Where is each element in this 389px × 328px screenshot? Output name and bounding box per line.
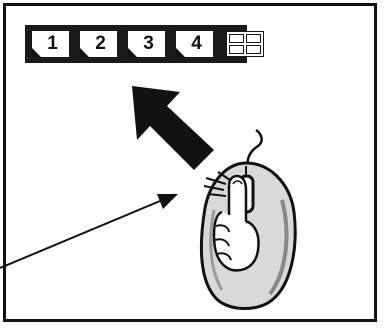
quad-split-button[interactable] xyxy=(226,31,264,57)
layout-button-1[interactable]: 1 xyxy=(32,31,69,57)
layout-button-2[interactable]: 2 xyxy=(80,31,117,57)
pointer-arrow-icon xyxy=(0,194,178,269)
corner-marker-icon xyxy=(128,48,137,57)
layout-button-label: 4 xyxy=(191,33,202,54)
corner-marker-icon xyxy=(80,48,89,57)
hand-click-icon xyxy=(212,174,260,272)
layout-toolbar: 1 2 3 4 xyxy=(25,25,264,63)
click-motion-lines xyxy=(203,171,231,197)
corner-marker-icon xyxy=(32,48,41,57)
arrow-up-left-icon xyxy=(132,86,214,170)
layout-button-3[interactable]: 3 xyxy=(128,31,165,57)
quad-split-icon xyxy=(227,32,263,56)
layout-button-label: 2 xyxy=(95,33,106,54)
layout-button-label: 3 xyxy=(143,33,154,54)
corner-marker-icon xyxy=(176,48,185,57)
layout-button-4[interactable]: 4 xyxy=(176,31,213,57)
layout-button-label: 1 xyxy=(47,33,58,54)
